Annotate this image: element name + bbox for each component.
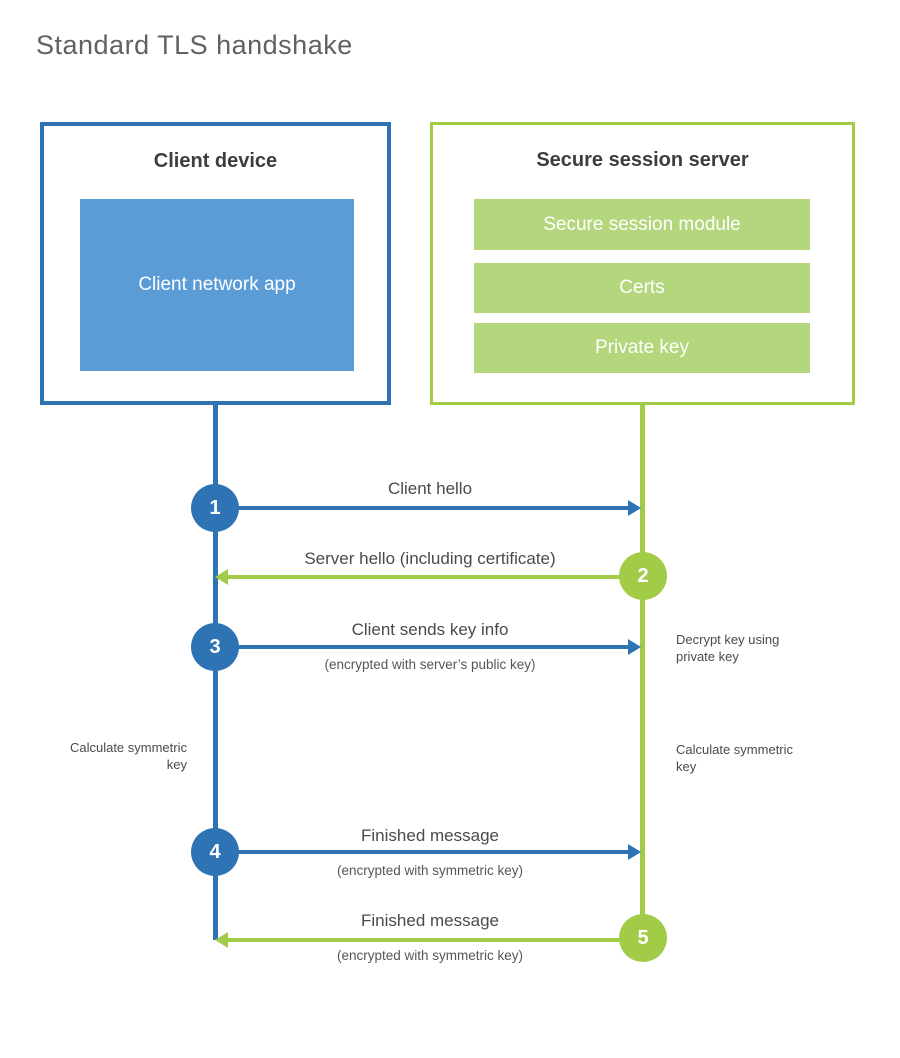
server-lifeline <box>640 405 645 940</box>
client-network-app-box: Client network app <box>80 199 354 371</box>
step4-sublabel: (encrypted with symmetric key) <box>336 863 524 878</box>
step5-arrowhead-left-icon <box>215 932 228 948</box>
step3-circle: 3 <box>191 623 239 671</box>
step5-label: Finished message <box>361 911 499 930</box>
client-device-title: Client device <box>153 150 278 172</box>
step4-arrowhead-right-icon <box>628 844 641 860</box>
server-module-private-key: Private key <box>474 323 810 373</box>
step5-circle: 5 <box>619 914 667 962</box>
server-calculate-note: Calculate symmetric key <box>676 742 794 775</box>
server-title: Secure session server <box>536 149 749 171</box>
server-module-certs: Certs <box>474 263 810 313</box>
server-decrypt-note: Decrypt key using private key <box>676 632 780 665</box>
step1-label: Client hello <box>387 479 473 498</box>
step2-arrow-line <box>228 575 643 579</box>
step3-sublabel: (encrypted with server’s public key) <box>324 657 536 672</box>
client-network-app-label: Client network app <box>138 274 296 296</box>
step5-arrow-line <box>228 938 643 942</box>
step1-arrow-line <box>215 506 629 510</box>
step3-arrowhead-right-icon <box>628 639 641 655</box>
step3-arrow-line <box>215 645 629 649</box>
server-module-secure-session: Secure session module <box>474 199 810 250</box>
step1-circle: 1 <box>191 484 239 532</box>
client-lifeline <box>213 405 218 940</box>
step4-label: Finished message <box>361 826 499 845</box>
step1-arrowhead-right-icon <box>628 500 641 516</box>
page-title: Standard TLS handshake <box>36 30 353 60</box>
step2-arrowhead-left-icon <box>215 569 228 585</box>
step5-sublabel: (encrypted with symmetric key) <box>336 948 524 963</box>
step3-label: Client sends key info <box>351 620 509 639</box>
step2-label: Server hello (including certificate) <box>304 549 556 568</box>
client-calculate-note: Calculate symmetric key <box>69 740 187 773</box>
step2-circle: 2 <box>619 552 667 600</box>
step4-arrow-line <box>215 850 629 854</box>
step4-circle: 4 <box>191 828 239 876</box>
